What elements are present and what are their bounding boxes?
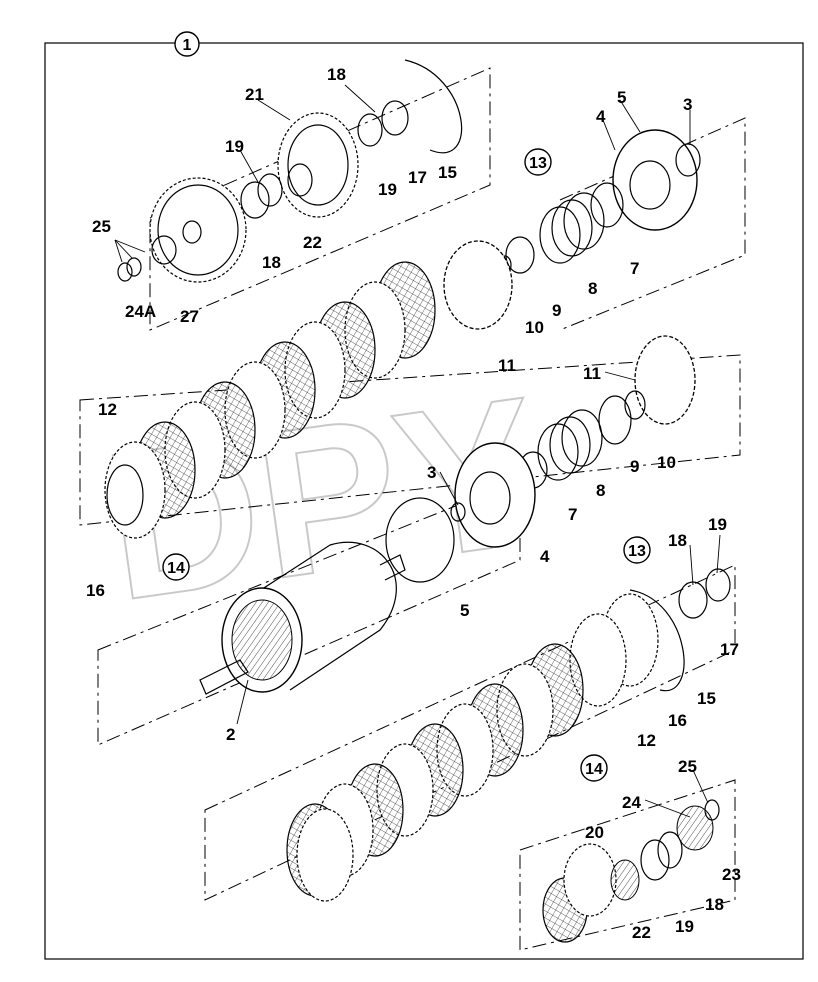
assembly-number: 1 — [183, 37, 192, 54]
label-8-middle: 8 — [596, 481, 605, 500]
labels-middle: 11 9 10 8 7 4 3 5 2 18 19 17 15 16 12 — [226, 364, 739, 750]
label-16-upper: 16 — [86, 581, 105, 600]
label-18-upper: 18 — [262, 253, 281, 272]
label-17-upper: 17 — [408, 168, 427, 187]
label-20: 20 — [585, 823, 604, 842]
label-19-lower: 19 — [675, 917, 694, 936]
label-12-upper: 12 — [98, 400, 117, 419]
diagram-frame — [44, 42, 804, 960]
label-11-upper: 11 — [498, 356, 516, 375]
label-7-upper: 7 — [630, 259, 639, 278]
label-18-middle: 18 — [668, 531, 687, 550]
label-11-middle: 11 — [583, 364, 601, 383]
label-7-middle: 7 — [568, 505, 577, 524]
label-10-upper: 10 — [525, 318, 544, 337]
clutch-pack-lower — [286, 593, 659, 902]
label-18-top: 18 — [327, 65, 346, 84]
label-8-upper: 8 — [588, 279, 597, 298]
label-18-lower: 18 — [705, 895, 724, 914]
label-22-lower: 22 — [632, 923, 651, 942]
label-19-middle: 19 — [708, 515, 727, 534]
label-15-upper: 15 — [438, 163, 457, 182]
small-rings-upper — [117, 59, 463, 282]
label-3-middle: 3 — [427, 463, 436, 482]
callout-13-upper: 13 — [524, 148, 552, 176]
labels-upper: 21 18 19 19 17 15 22 18 25 24A 27 4 5 3 … — [86, 65, 692, 600]
label-24-lower: 24 — [622, 793, 641, 812]
label-19-right: 19 — [378, 180, 397, 199]
bearing-parts-lower — [610, 799, 720, 901]
label-16-middle: 16 — [668, 711, 687, 730]
callout-13-lower: 13 — [623, 536, 651, 564]
callout-13-lower-text: 13 — [628, 543, 646, 560]
label-21: 21 — [245, 85, 264, 104]
leader-lines — [114, 84, 721, 818]
label-4-middle: 4 — [540, 547, 550, 566]
label-19-left: 19 — [225, 137, 244, 156]
label-4-upper: 4 — [596, 107, 606, 126]
callout-14-lower: 14 — [580, 754, 608, 782]
label-17-middle: 17 — [720, 640, 739, 659]
label-27: 27 — [180, 307, 199, 326]
seal-ring-middle — [385, 497, 455, 583]
label-3-upper: 3 — [683, 95, 692, 114]
spring-upper — [498, 182, 624, 275]
piston-upper — [612, 129, 701, 231]
clutch-drum — [199, 541, 406, 695]
label-10-middle: 10 — [657, 453, 676, 472]
label-12-middle: 12 — [637, 731, 656, 750]
label-24a: 24A — [125, 302, 156, 321]
label-5-middle: 5 — [460, 601, 469, 620]
labels-lower: 25 24 20 23 18 19 22 — [585, 757, 741, 942]
label-2: 2 — [226, 725, 235, 744]
callout-13-upper-text: 13 — [529, 155, 547, 172]
label-22-upper: 22 — [303, 233, 322, 252]
label-9-upper: 9 — [552, 301, 561, 320]
gear-27 — [149, 177, 247, 283]
callout-14-upper-text: 14 — [167, 560, 185, 577]
spring-middle — [518, 390, 646, 489]
label-23: 23 — [722, 865, 741, 884]
callout-14-upper: 14 — [162, 553, 190, 581]
callout-14-lower-text: 14 — [585, 761, 603, 778]
label-15-middle: 15 — [697, 689, 716, 708]
label-25-lower: 25 — [678, 757, 697, 776]
piston-middle — [450, 442, 536, 548]
gear-20 — [542, 843, 617, 943]
assembly-callout: 1 — [174, 31, 200, 57]
label-9-middle: 9 — [630, 457, 639, 476]
label-5-upper: 5 — [617, 88, 626, 107]
backing-plate-upper — [443, 240, 513, 330]
gear-21 — [277, 112, 359, 218]
clutch-pack-upper — [104, 261, 436, 539]
label-25-upper: 25 — [92, 217, 111, 236]
